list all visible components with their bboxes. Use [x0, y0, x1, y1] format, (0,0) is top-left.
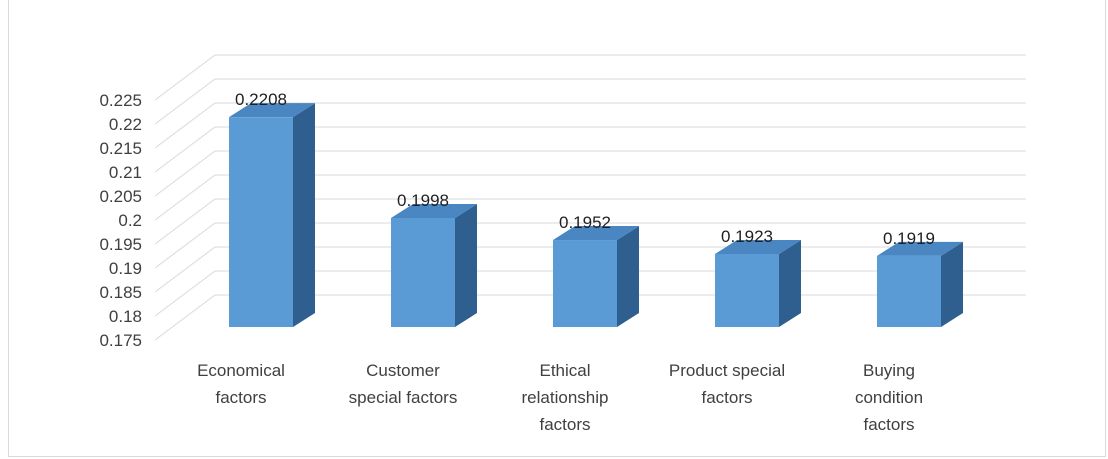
x-tick-line: relationship: [522, 388, 609, 407]
gridline-side: [154, 198, 216, 245]
y-tick-label: 0.185: [99, 283, 142, 302]
gridline-side: [154, 126, 216, 173]
x-tick-label: Ethical relationship factors: [522, 361, 609, 434]
gridline-side: [154, 246, 216, 293]
y-tick-label: 0.19: [109, 259, 142, 278]
gridline-side: [154, 102, 216, 149]
bar-side: [941, 241, 963, 327]
y-tick-label: 0.22: [109, 115, 142, 134]
x-tick-line: Product special: [669, 361, 785, 380]
bar: 0.1919: [877, 229, 963, 327]
bar-top: [391, 203, 477, 218]
x-tick-line: Customer: [366, 361, 440, 380]
x-tick-label: Buying condition factors: [855, 361, 923, 434]
bar-front: [715, 253, 779, 327]
gridline-side: [154, 78, 216, 125]
bar-front: [877, 255, 941, 327]
y-tick-label: 0.21: [109, 163, 142, 182]
x-tick-line: special factors: [349, 388, 458, 407]
gridline-side: [154, 150, 216, 197]
y-tick-label: 0.215: [99, 139, 142, 158]
x-tick-line: Economical: [197, 361, 285, 380]
bar-front: [229, 117, 293, 327]
y-axis-ticks: 0.175 0.18 0.185 0.19 0.195 0.2 0.205 0.21 0.215…: [99, 91, 142, 350]
x-tick-line: factors: [215, 388, 266, 407]
bars: 0.2208 0.1998 0.1952 0.1923 0.1919: [229, 90, 963, 327]
x-tick-label: Customer special factors: [349, 361, 458, 407]
bar: 0.2208: [229, 90, 315, 327]
data-label: 0.1919: [883, 229, 935, 248]
gridline-side: [154, 222, 216, 269]
y-tick-label: 0.18: [109, 307, 142, 326]
bar-side: [617, 226, 639, 327]
x-tick-label: Economical factors: [197, 361, 285, 407]
bar-front: [553, 240, 617, 327]
bar-top: [715, 239, 801, 254]
data-label: 0.1998: [397, 191, 449, 210]
bar-side: [779, 239, 801, 327]
gridline-side: [154, 294, 216, 341]
y-tick-label: 0.225: [99, 91, 142, 110]
data-label: 0.1952: [559, 213, 611, 232]
bar-top: [553, 226, 639, 241]
y-tick-label: 0.195: [99, 235, 142, 254]
bar-top: [877, 241, 963, 256]
bar-front: [391, 217, 455, 327]
bar: 0.1952: [553, 213, 639, 327]
data-label: 0.1923: [721, 227, 773, 246]
y-tick-label: 0.2: [118, 211, 142, 230]
x-tick-line: factors: [863, 415, 914, 434]
chart-frame: [8, 0, 1106, 457]
y-tick-label: 0.175: [99, 331, 142, 350]
x-tick-label: Product special factors: [669, 361, 785, 407]
data-label: 0.2208: [235, 90, 287, 109]
x-tick-line: condition: [855, 388, 923, 407]
x-tick-line: factors: [539, 415, 590, 434]
gridline-side: [154, 54, 216, 101]
bar-side: [455, 203, 477, 327]
gridline-side: [154, 270, 216, 317]
x-axis-ticks: Economical factors Customer special factors…: [197, 361, 923, 434]
x-tick-line: Ethical: [539, 361, 590, 380]
bar-side: [293, 103, 315, 327]
bar: 0.1923: [715, 227, 801, 327]
x-tick-line: Buying: [863, 361, 915, 380]
bar-top: [229, 103, 315, 118]
y-tick-label: 0.205: [99, 187, 142, 206]
x-tick-line: factors: [701, 388, 752, 407]
gridline-side: [154, 174, 216, 221]
bar: 0.1998: [391, 191, 477, 327]
